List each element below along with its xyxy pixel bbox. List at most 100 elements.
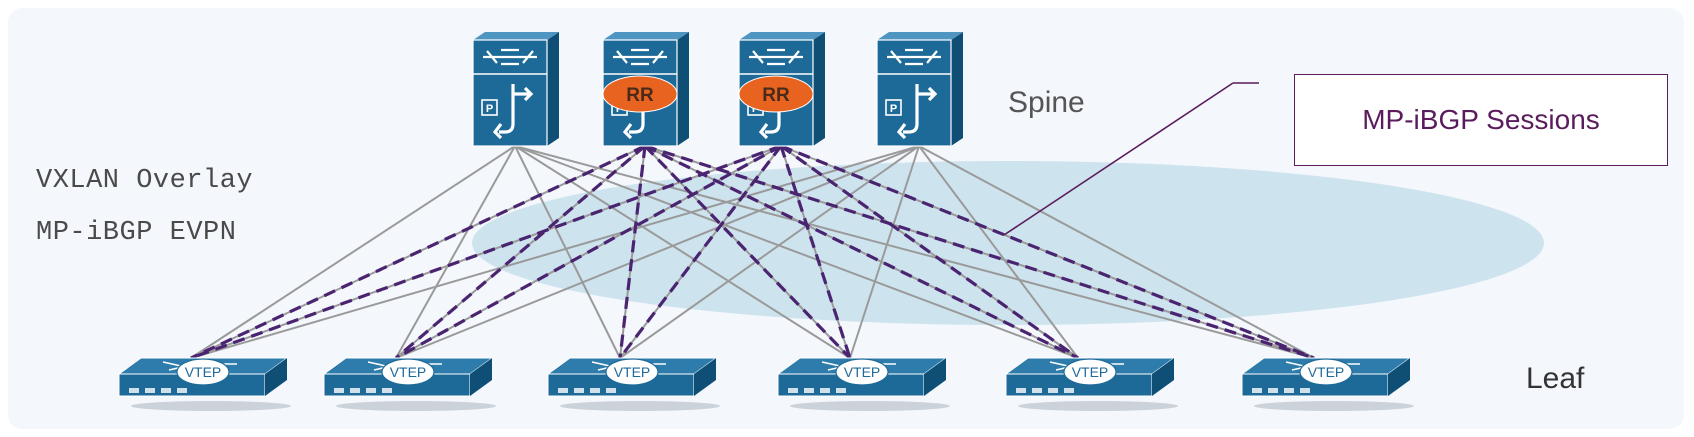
leaf-port (1284, 388, 1294, 393)
leaf-port (606, 388, 616, 393)
leaf-port (1048, 388, 1058, 393)
rr-badge-text: RR (762, 85, 790, 106)
link-line (619, 145, 920, 359)
callout-pointer (1003, 82, 1234, 236)
spine-side-face (813, 32, 825, 146)
leaf-side-face (1152, 358, 1174, 396)
leaf-shadow (1018, 401, 1178, 411)
vtep-badge (381, 358, 435, 386)
mp-ibgp-sessions-callout: MP-iBGP Sessions (1294, 74, 1668, 166)
vtep-badge (1063, 358, 1117, 386)
leaf-shadow (790, 401, 950, 411)
spine-switch-icon: PRR (738, 32, 825, 147)
leaf-port (177, 388, 187, 393)
spine-top-face (473, 32, 559, 40)
callout-text: MP-iBGP Sessions (1362, 104, 1600, 135)
vtep-badge (835, 358, 889, 386)
leaf-side-face (1388, 358, 1410, 396)
rr-badge-text: RR (626, 85, 654, 106)
leaf-port (161, 388, 171, 393)
leaf-port (558, 388, 568, 393)
leaf-port (1064, 388, 1074, 393)
leaf-label: Leaf (1526, 362, 1585, 395)
leaf-switch-icon: VTEP (546, 357, 720, 411)
spine-devices: P PRR PRR P (472, 32, 963, 147)
vtep-badge-text: VTEP (614, 364, 651, 380)
spine-switch-icon: P (876, 32, 963, 147)
spine-switch-icon: PRR (602, 32, 689, 147)
leaf-side-face (924, 358, 946, 396)
spine-routing-glyph (896, 84, 938, 140)
leaf-port (574, 388, 584, 393)
leaf-side-face (470, 358, 492, 396)
session-line (190, 144, 646, 360)
leaf-switch-icon: VTEP (776, 357, 950, 411)
link-line (395, 145, 516, 359)
leaf-port (788, 388, 798, 393)
link-line (514, 145, 1315, 359)
leaf-port (804, 388, 814, 393)
leaf-port (382, 388, 392, 393)
session-line (395, 144, 782, 360)
spine-label: Spine (1008, 86, 1085, 119)
leaf-shadow (336, 401, 496, 411)
spine-p-letter: P (486, 103, 493, 115)
vtep-badge (176, 358, 230, 386)
link-line (849, 145, 920, 359)
spine-side-face (547, 32, 559, 146)
spine-side-face (951, 32, 963, 146)
spine-switch-icon: P (472, 32, 559, 147)
session-line (644, 144, 1079, 360)
vtep-badge-text: VTEP (185, 364, 222, 380)
topology-diagram: P PRR PRR P VTEP VTEP VTEP VTEP VTEP VTEP (117, 32, 1544, 411)
link-line (514, 145, 621, 359)
leaf-port (334, 388, 344, 393)
leaf-shadow (1254, 401, 1414, 411)
vtep-badge-text: VTEP (390, 364, 427, 380)
leaf-port (1252, 388, 1262, 393)
link-line (918, 145, 1079, 359)
vtep-badge-text: VTEP (844, 364, 881, 380)
spine-p-box (885, 99, 902, 116)
leaf-port (1268, 388, 1278, 393)
session-line (618, 145, 783, 359)
session-line (643, 144, 852, 360)
spine-arrows-glyph (887, 48, 941, 66)
spine-routing-glyph (492, 84, 534, 140)
link-line (514, 145, 1079, 359)
spine-top-face (877, 32, 963, 40)
session-line (190, 144, 782, 360)
leaf-port (145, 388, 155, 393)
session-line (780, 144, 1079, 360)
leaf-port (350, 388, 360, 393)
leaf-port (366, 388, 376, 393)
overlay-ellipse (472, 161, 1544, 325)
leaf-port (1300, 388, 1310, 393)
vtep-badge-text: VTEP (1072, 364, 1109, 380)
spine-p-box (481, 99, 498, 116)
leaf-switch-icon: VTEP (1240, 357, 1414, 411)
spine-side-face (677, 32, 689, 146)
vtep-badge (1299, 358, 1353, 386)
spine-arrows-glyph (613, 48, 667, 66)
spine-arrows-glyph (483, 48, 537, 66)
link-line (780, 145, 851, 359)
vtep-badge-text: VTEP (1308, 364, 1345, 380)
leaf-port (1032, 388, 1042, 393)
leaf-port (590, 388, 600, 393)
leaf-switch-icon: VTEP (117, 357, 291, 411)
leaf-switch-icon: VTEP (322, 357, 496, 411)
rr-badge (602, 75, 678, 113)
session-line (644, 144, 1315, 360)
overlay-label-evpn: MP-iBGP EVPN (36, 218, 237, 248)
leaf-port (1016, 388, 1026, 393)
leaf-port (836, 388, 846, 393)
session-line (780, 144, 1315, 360)
link-line (190, 145, 920, 359)
leaf-side-face (265, 358, 287, 396)
spine-p-letter: P (890, 103, 897, 115)
vtep-badge (605, 358, 659, 386)
leaf-shadow (560, 401, 720, 411)
leaf-side-face (694, 358, 716, 396)
leaf-switch-icon: VTEP (1004, 357, 1178, 411)
